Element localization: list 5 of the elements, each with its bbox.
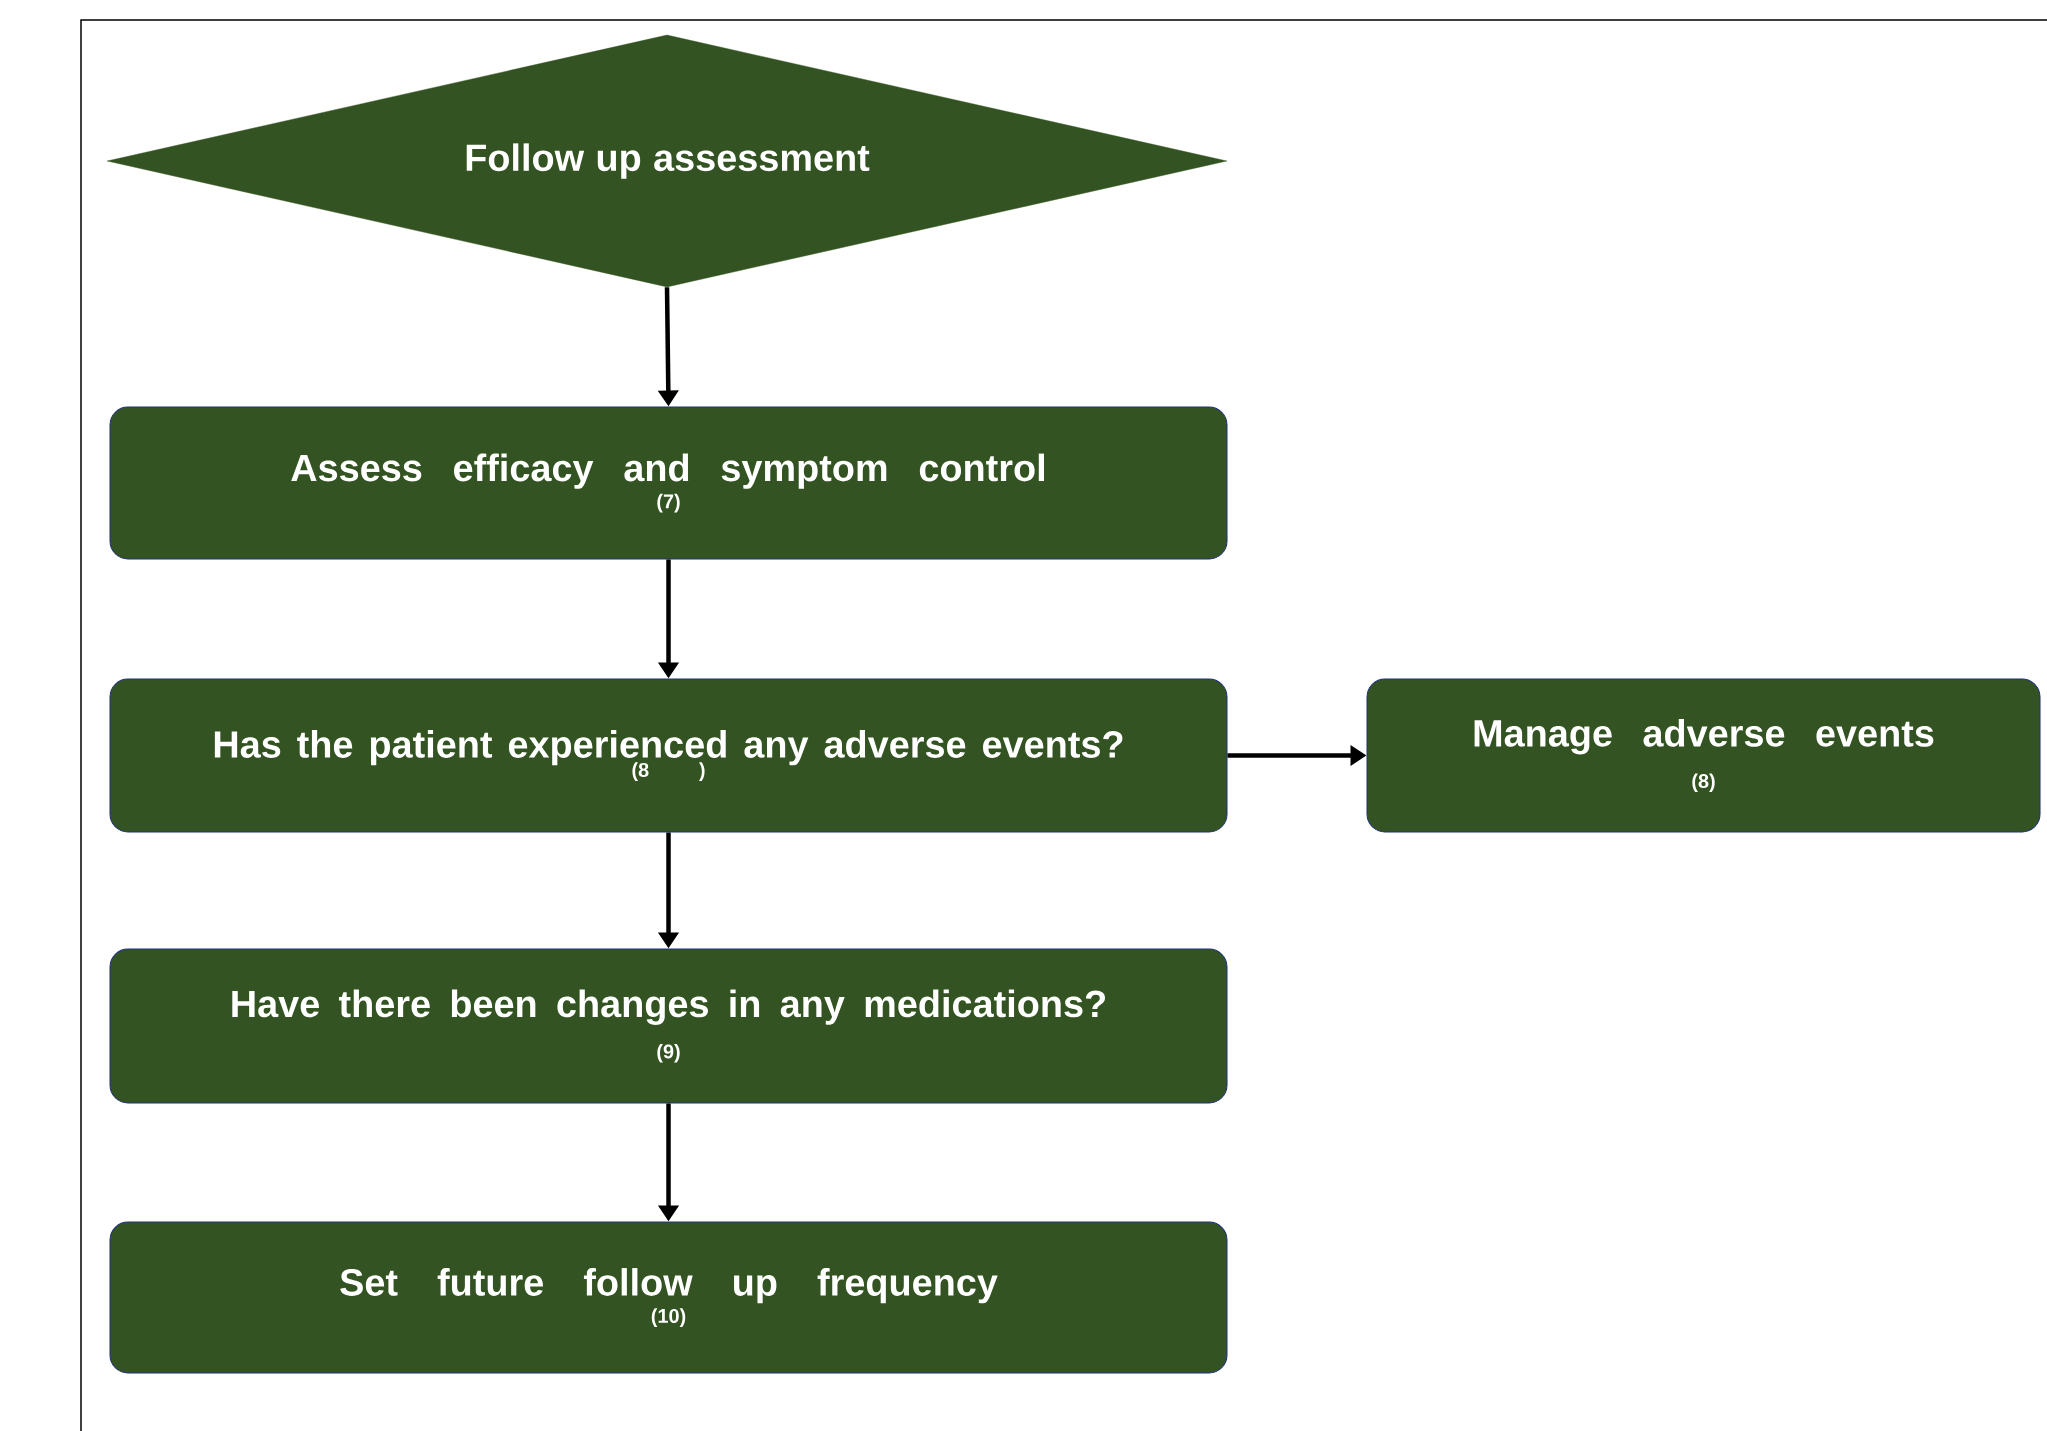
process-box: Set future follow up frequency (10)	[109, 1221, 1228, 1374]
process-box: Have there been changes in any medications? (9)	[109, 948, 1228, 1104]
process-box: Assess efficacy and symptom control (7)	[109, 406, 1228, 560]
process-box: Has the patient experienced any adverse events? (8 )	[109, 678, 1228, 833]
process-box: Manage adverse events (8)	[1366, 678, 2041, 833]
